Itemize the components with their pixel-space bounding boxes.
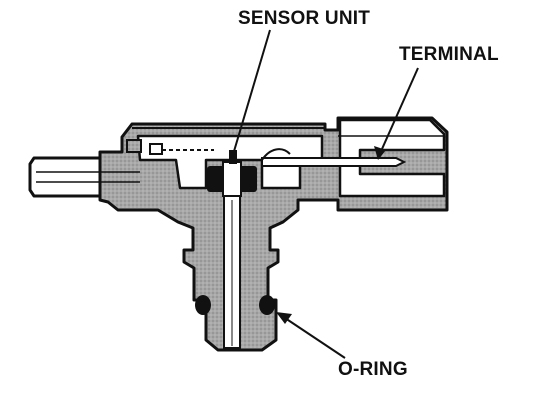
clip-block	[126, 139, 142, 153]
leader-sensor-unit	[231, 29, 271, 159]
leader-o-ring-arrowhead	[276, 312, 292, 324]
terminal-pin	[261, 157, 407, 167]
leader-terminal-arrowhead	[374, 146, 386, 160]
hose-nipple	[28, 156, 102, 198]
o-ring-left	[195, 295, 211, 315]
label-terminal: TERMINAL	[399, 44, 499, 65]
label-o-ring: O-RING	[338, 359, 408, 380]
clip-block	[149, 143, 163, 155]
terminal-wire	[261, 148, 291, 161]
sensor-chip-core	[222, 161, 242, 197]
o-ring-right	[259, 295, 275, 315]
leader-terminal	[377, 67, 419, 159]
leader-o-ring	[281, 315, 346, 359]
label-sensor-unit: SENSOR UNIT	[238, 8, 371, 29]
